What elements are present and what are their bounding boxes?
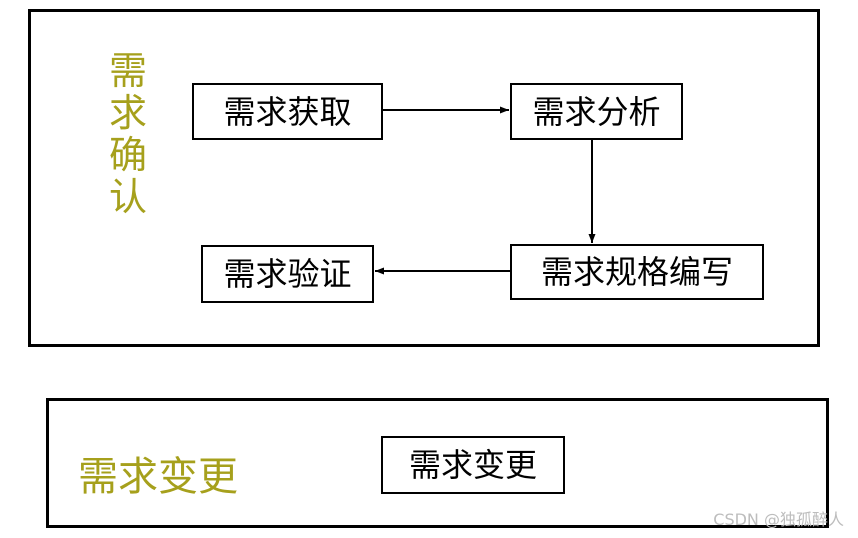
watermark-text: CSDN @独孤醉人 — [713, 510, 844, 529]
node-requirements-specification: 需求规格编写 — [510, 244, 764, 300]
node-requirements-change: 需求变更 — [381, 436, 565, 494]
requirements-change-label: 需求变更 — [78, 454, 238, 500]
confirmation-label-char: 确 — [108, 133, 147, 177]
confirmation-label-char: 需 — [108, 49, 147, 93]
node-requirements-analysis: 需求分析 — [510, 83, 683, 140]
requirements-confirmation-label: 需 求 确 认 — [106, 52, 150, 220]
node-requirements-verification: 需求验证 — [201, 245, 374, 303]
node-requirements-acquisition: 需求获取 — [192, 83, 383, 140]
confirmation-label-char: 认 — [108, 175, 147, 219]
confirmation-label-char: 求 — [108, 91, 147, 135]
